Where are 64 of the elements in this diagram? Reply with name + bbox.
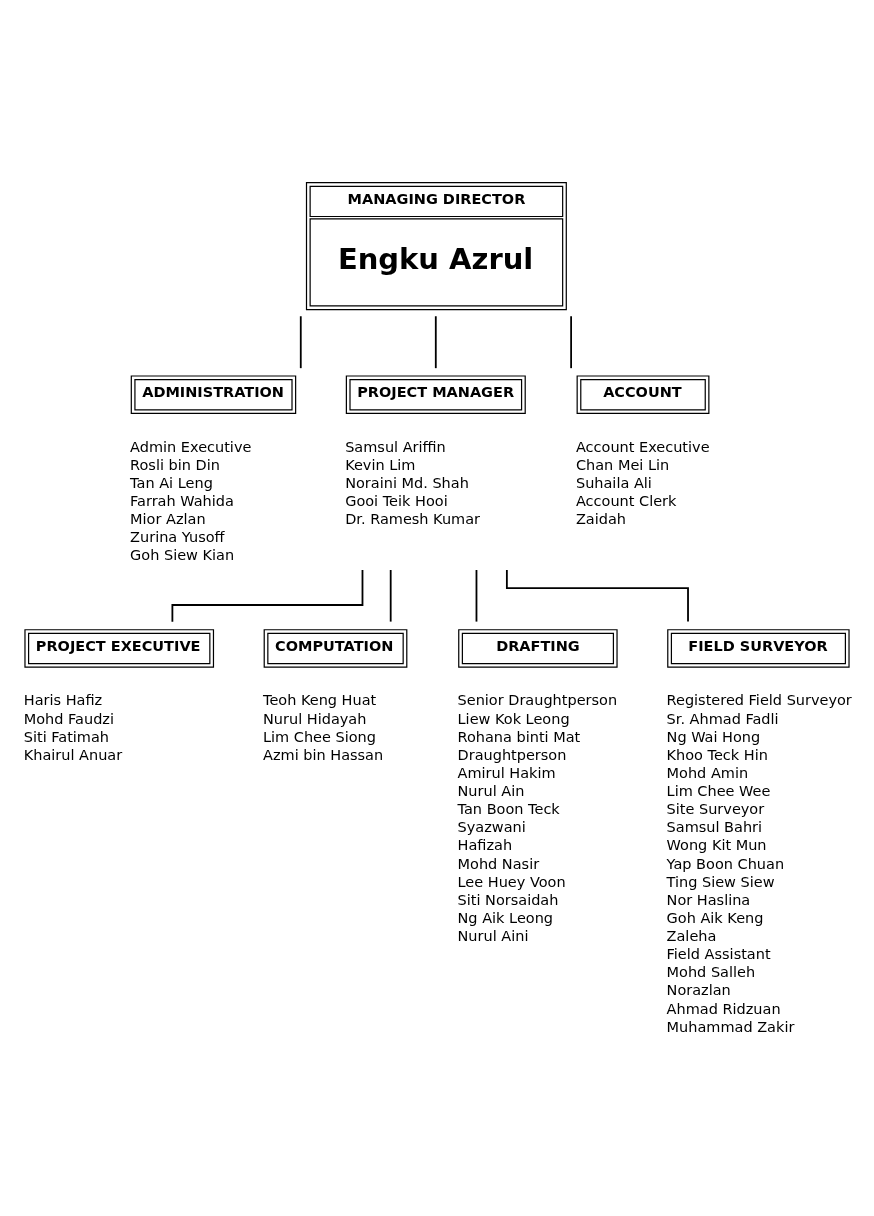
node-label: Admin Executive bbox=[130, 438, 252, 455]
node-label: Ng Wai Hong bbox=[666, 728, 761, 745]
node-label: Wong Kit Mun bbox=[666, 837, 767, 854]
node-label: Samsul Ariffin bbox=[345, 438, 446, 455]
node-label: Rosli bin Din bbox=[130, 456, 220, 473]
node-label: Siti Norsaidah bbox=[457, 891, 559, 908]
node-label: Ting Siew Siew bbox=[666, 873, 775, 890]
node-label: Nurul Ain bbox=[457, 783, 525, 800]
node-label: Lim Chee Siong bbox=[263, 728, 376, 745]
node-label: Lim Chee Wee bbox=[666, 783, 771, 800]
node-label: Ahmad Ridzuan bbox=[666, 1000, 781, 1017]
node-label: Zaleha bbox=[666, 928, 717, 944]
connector bbox=[505, 569, 689, 623]
node-label: Mohd Salleh bbox=[666, 964, 756, 981]
node-label: Siti Fatimah bbox=[23, 728, 110, 745]
node-label: Hafizah bbox=[457, 837, 513, 854]
node-label: Kevin Lim bbox=[345, 456, 416, 473]
node-label: Syazwani bbox=[457, 819, 526, 836]
node-label: Suhaila Ali bbox=[575, 474, 652, 491]
node-label: Zurina Yusoff bbox=[130, 529, 225, 546]
node-label: Tan Boon Teck bbox=[457, 801, 560, 818]
node-label: Gooi Teik Hooi bbox=[345, 493, 448, 510]
node-label: Rohana binti Mat bbox=[457, 728, 581, 745]
node-label: Nurul Aini bbox=[457, 928, 529, 944]
node-label: Nurul Hidayah bbox=[263, 710, 367, 727]
node-label: Zaidah bbox=[575, 511, 627, 528]
node-label: Account Clerk bbox=[575, 493, 677, 510]
connector bbox=[570, 315, 573, 370]
node-label: Azmi bin Hassan bbox=[263, 746, 384, 763]
node-label: Goh Siew Kian bbox=[130, 547, 235, 564]
node-label: Dr. Ramesh Kumar bbox=[345, 511, 481, 528]
node-label: Amirul Hakim bbox=[457, 764, 556, 781]
node-label: Nor Haslina bbox=[666, 891, 751, 908]
node-label: Samsul Bahri bbox=[666, 819, 763, 836]
connector bbox=[299, 315, 302, 370]
node-label: Teoh Keng Huat bbox=[263, 692, 377, 709]
node-label: Draughtperson bbox=[457, 746, 567, 763]
node-label: Yap Boon Chuan bbox=[666, 855, 785, 872]
node-label: Haris Hafiz bbox=[23, 692, 103, 709]
node-label: Sr. Ahmad Fadli bbox=[666, 710, 779, 727]
node-label: Lee Huey Voon bbox=[457, 873, 566, 890]
node-label: Liew Kok Leong bbox=[457, 710, 570, 727]
node-label: Mohd Faudzi bbox=[23, 710, 114, 727]
node-label: Field Assistant bbox=[666, 946, 771, 963]
node-label: Senior Draughtperson bbox=[457, 692, 618, 709]
node-label: Tan Ai Leng bbox=[130, 474, 213, 491]
node-label: Khoo Teck Hin bbox=[666, 746, 768, 763]
node-label: Account Executive bbox=[575, 438, 710, 455]
node-label: Khairul Anuar bbox=[23, 746, 123, 763]
connector bbox=[475, 569, 478, 623]
node-label: Muhammad Zakir bbox=[666, 1018, 795, 1035]
node-label: Norazlan bbox=[666, 982, 731, 999]
node-label: Chan Mei Lin bbox=[575, 456, 670, 473]
node-label: Noraini Md. Shah bbox=[345, 474, 469, 491]
node-label: Mior Azlan bbox=[130, 511, 206, 528]
node-label: Registered Field Surveyor bbox=[666, 692, 852, 709]
node-label: Farrah Wahida bbox=[130, 493, 234, 510]
node-label: Goh Aik Keng bbox=[666, 909, 764, 926]
node-label: Mohd Nasir bbox=[457, 855, 540, 872]
connector bbox=[389, 569, 392, 623]
node-label: Ng Aik Leong bbox=[457, 909, 554, 926]
node-label: Mohd Amin bbox=[666, 764, 749, 781]
connector bbox=[434, 315, 437, 370]
node-label: Site Surveyor bbox=[666, 801, 765, 818]
